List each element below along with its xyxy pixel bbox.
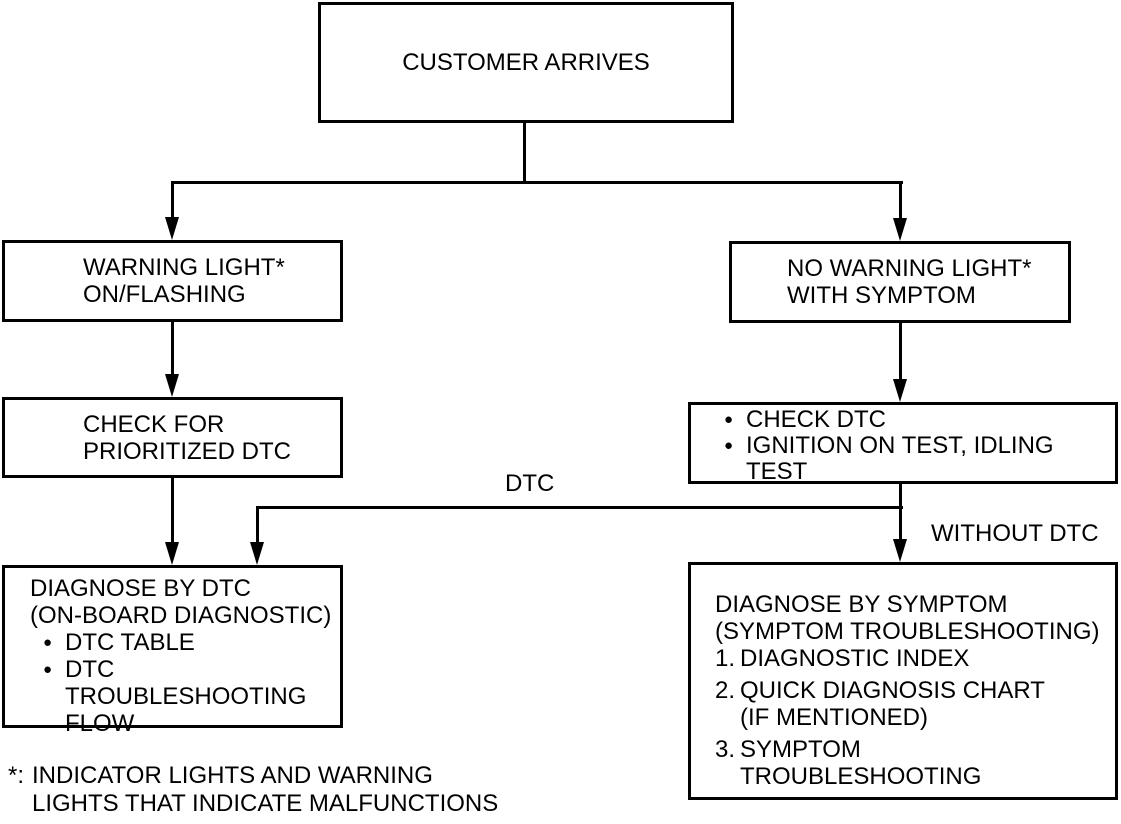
node-warning-light: WARNING LIGHT* ON/FLASHING bbox=[2, 240, 343, 322]
node-customer-arrives-label: CUSTOMER ARRIVES bbox=[402, 49, 650, 76]
bullet-icon: ● bbox=[724, 437, 734, 454]
bullet-icon: ● bbox=[43, 661, 53, 678]
numbered-item: 1. DIAGNOSTIC INDEX bbox=[715, 645, 1105, 672]
arrowhead-icon bbox=[165, 542, 179, 565]
arrowhead-icon bbox=[893, 539, 907, 562]
node-customer-arrives: CUSTOMER ARRIVES bbox=[318, 2, 734, 123]
item-number: 3. bbox=[715, 736, 736, 763]
arrowhead-icon bbox=[893, 379, 907, 402]
bullet-text: CHECK DTC bbox=[746, 406, 887, 433]
bullet-text: DTC TABLE bbox=[65, 629, 195, 656]
bullet-text: DTC TROUBLESHOOTING FLOW bbox=[65, 656, 307, 737]
node-no-warning-light-label: NO WARNING LIGHT* WITH SYMPTOM bbox=[787, 255, 1032, 309]
edge-label-without-dtc: WITHOUT DTC bbox=[931, 520, 1099, 547]
connector-customer-down bbox=[523, 123, 526, 184]
arrowhead-icon bbox=[250, 542, 264, 565]
arrowhead-icon bbox=[165, 374, 179, 397]
arrowhead-icon bbox=[893, 218, 907, 241]
connector-top-branch bbox=[171, 181, 903, 184]
connector-warning-to-checkpri bbox=[171, 321, 174, 376]
node-check-dtc: ● CHECK DTC ● IGNITION ON TEST, IDLING T… bbox=[688, 402, 1118, 485]
footnote: *: INDICATOR LIGHTS AND WARNING LIGHTS T… bbox=[8, 762, 498, 818]
connector-to-no-warning-light bbox=[899, 181, 902, 220]
node-check-prioritized-dtc: CHECK FOR PRIORITIZED DTC bbox=[2, 397, 343, 478]
numbered-item: 2. QUICK DIAGNOSIS CHART (IF MENTIONED) bbox=[715, 677, 1105, 731]
footnote-marker: *: bbox=[8, 762, 25, 789]
node-diagnose-by-symptom-header: DIAGNOSE BY SYMPTOM (SYMPTOM TROUBLESHOO… bbox=[715, 591, 1100, 645]
node-warning-light-label: WARNING LIGHT* ON/FLASHING bbox=[83, 254, 285, 308]
item-text: DIAGNOSTIC INDEX bbox=[740, 645, 970, 672]
bullet-item: ● DTC TABLE bbox=[43, 629, 332, 656]
node-diagnose-by-symptom: DIAGNOSE BY SYMPTOM (SYMPTOM TROUBLESHOO… bbox=[688, 562, 1118, 800]
bullet-icon: ● bbox=[724, 411, 734, 428]
connector-checkpri-to-diagdtc bbox=[171, 477, 174, 544]
connector-nowarning-to-checkdtc bbox=[899, 322, 902, 381]
bullet-item: ● IGNITION ON TEST, IDLING TEST bbox=[724, 433, 1107, 485]
connector-to-warning-light bbox=[171, 181, 174, 219]
numbered-item: 3. SYMPTOM TROUBLESHOOTING bbox=[715, 736, 1105, 790]
connector-dtc-branch bbox=[256, 506, 903, 509]
item-number: 1. bbox=[715, 645, 736, 672]
node-no-warning-light: NO WARNING LIGHT* WITH SYMPTOM bbox=[729, 241, 1071, 323]
item-text: SYMPTOM TROUBLESHOOTING bbox=[740, 736, 982, 790]
footnote-text: INDICATOR LIGHTS AND WARNING LIGHTS THAT… bbox=[32, 762, 499, 817]
edge-label-dtc: DTC bbox=[505, 470, 555, 497]
bullet-item: ● CHECK DTC bbox=[724, 407, 1107, 433]
bullet-icon: ● bbox=[43, 634, 53, 651]
node-diagnose-by-dtc: DIAGNOSE BY DTC (ON-BOARD DIAGNOSTIC) ● … bbox=[2, 565, 343, 737]
node-diagnose-by-dtc-header: DIAGNOSE BY DTC (ON-BOARD DIAGNOSTIC) bbox=[30, 575, 332, 629]
connector-dtc-down bbox=[256, 506, 259, 544]
bullet-text: IGNITION ON TEST, IDLING TEST bbox=[746, 432, 1054, 485]
item-number: 2. bbox=[715, 677, 736, 704]
item-text: QUICK DIAGNOSIS CHART (IF MENTIONED) bbox=[740, 677, 1045, 731]
arrowhead-icon bbox=[165, 217, 179, 240]
bullet-item: ● DTC TROUBLESHOOTING FLOW bbox=[43, 656, 332, 737]
node-check-prioritized-dtc-label: CHECK FOR PRIORITIZED DTC bbox=[83, 410, 291, 465]
connector-checkdtc-to-diagsym bbox=[899, 483, 902, 541]
